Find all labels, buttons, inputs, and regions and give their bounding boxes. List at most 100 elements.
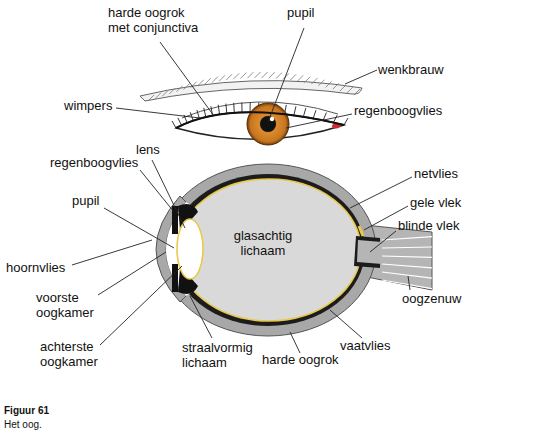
eyelash [233,103,235,113]
eyebrow-hair [255,72,261,78]
nerve-fibre [382,272,432,278]
part-label: harde oogrok [262,352,339,367]
eyebrow-hair [169,88,175,94]
leader-line [72,240,152,265]
leader-lines [72,28,412,353]
eyebrow-hair [354,89,360,95]
eyelash [204,108,206,117]
retina [177,179,361,321]
choroid [171,174,365,326]
sclera [160,164,376,336]
nerve-fibre [382,237,432,240]
leader-line [370,231,396,252]
nerve-fibre [382,280,432,289]
eyelash [313,110,316,118]
eyebrow-hair [176,86,182,92]
eyebrow-hair [148,72,360,101]
upper-lid [176,112,344,128]
leader-line [152,160,185,228]
nerve-fibre [382,264,432,268]
part-label: harde oogrok met conjunctiva [108,5,208,35]
leader-line [408,276,410,290]
figure-number: Figuur 61 [4,405,49,417]
eyebrow-hair [340,85,346,91]
eyebrow-hair [212,77,218,83]
eyebrow-hair [276,73,282,79]
part-label: gele vlek [410,195,461,210]
part-label: netvlies [414,166,458,181]
nerve-fibre [382,247,432,248]
leader-line [160,42,214,116]
eyebrow-hair [184,84,190,90]
eyebrow-hair [311,78,317,84]
eyebrow-hair [226,74,232,80]
eyelash [225,104,227,114]
eyebrow-hair [262,72,268,78]
macula [359,226,363,236]
leader-line [286,114,352,128]
nerve-fibres [382,237,432,289]
eyebrow-hair [240,73,246,79]
part-label: wimpers [64,98,112,113]
leader-line [268,28,304,122]
eyebrow-hair [318,80,324,86]
leader-line [350,177,412,208]
eyebrow-hair [148,95,154,101]
pupil [260,116,276,132]
part-label: vaatvlies [340,338,391,353]
eyelash [241,102,242,112]
eyelash [178,118,182,125]
part-label: hoornvlies [6,260,65,275]
eyebrow-hair [304,77,310,83]
eyebrow-hair [269,72,275,78]
part-label: oogzenuw [402,291,461,306]
figure-caption: Het oog. [4,419,42,431]
eyebrow-hair [155,93,161,99]
part-label: wenkbrauw [378,62,444,77]
part-label: straalvormig lichaam [182,340,272,370]
leader-line [190,296,212,338]
eyebrow-hair [297,75,303,81]
eyebrow-hair [347,87,353,93]
leader-line [116,108,200,118]
eyebrow-hair [233,73,239,79]
part-label: achterste oogkamer [40,339,116,369]
eyelash [294,106,296,115]
eyebrow-hair [219,75,225,81]
leader-line [290,332,300,353]
eyelash [303,108,305,117]
blind-spot [357,240,382,264]
leader-line [330,310,362,338]
eyebrow-hair [326,81,332,87]
part-label: regenboogvlies [354,103,442,118]
leader-line [98,252,166,295]
part-label: glasachtig lichaam [222,228,304,258]
eyebrow-hair [198,80,204,86]
leader-line [100,266,182,345]
eyelash [333,115,337,122]
eyebrow [140,81,362,101]
lens [177,219,203,279]
eyebrow-hair [247,72,253,78]
eyelash [172,121,176,128]
eyebrow-hair [290,74,296,80]
nerve-fibre [382,256,432,257]
part-label: lens [136,142,160,157]
eyebrow-hair [162,90,168,96]
eyelash [344,118,348,125]
eyelash [218,105,219,115]
eyelash [190,112,193,120]
leader-line [345,70,377,84]
eye-highlight [270,117,274,121]
part-label: regenboogvlies [50,155,138,170]
leader-line [104,208,174,248]
iris [247,103,289,145]
iris-section [172,264,178,292]
eyelash [250,102,251,112]
part-label: voorste oogkamer [36,290,102,320]
eyebrow-hair [333,83,339,89]
part-label: pupil [72,193,99,208]
eyebrow-hair [205,78,211,84]
leader-line [140,170,174,212]
